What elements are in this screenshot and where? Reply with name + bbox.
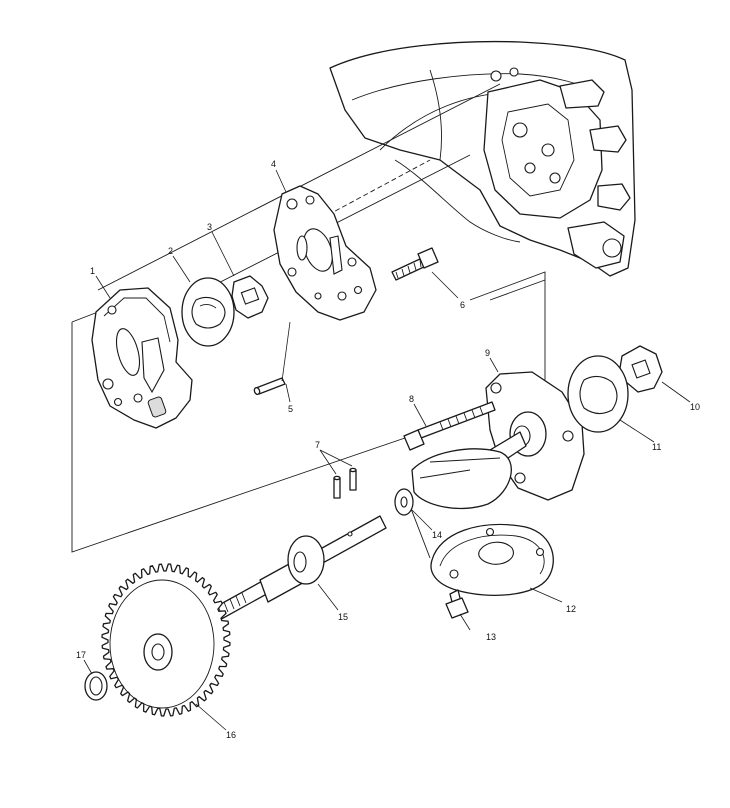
thrust-washer: [394, 488, 414, 516]
callout-6: 6: [460, 300, 465, 310]
callout-17: 17: [76, 650, 86, 660]
pump-cover-plate: [273, 185, 377, 321]
callout-16: 16: [226, 730, 236, 740]
callout-12: 12: [566, 604, 576, 614]
leader-lines: [83, 169, 691, 731]
callout-2: 2: [168, 246, 173, 256]
callout-1: 1: [90, 266, 95, 276]
callout-labels: 1 2 3 4 5 6 7 8 9 10 11 12 13 14 15 16 1…: [76, 159, 700, 740]
callout-10: 10: [690, 402, 700, 412]
snap-ring: [84, 671, 108, 701]
gasket-cover: [430, 523, 554, 597]
callout-9: 9: [485, 348, 490, 358]
callout-15: 15: [338, 612, 348, 622]
callout-7: 7: [315, 440, 320, 450]
callout-14: 14: [432, 530, 442, 540]
pump-shaft: [209, 515, 387, 623]
dowel-pin-part-5: [253, 321, 291, 396]
callout-4: 4: [271, 159, 276, 169]
callout-8: 8: [409, 394, 414, 404]
callout-5: 5: [288, 404, 293, 414]
pump-base-plate: [411, 448, 512, 510]
pump-body-plate: [91, 287, 193, 429]
outer-rotor: [181, 277, 235, 347]
pins-part-7: [333, 467, 357, 499]
inner-rotor-part-10: [619, 345, 663, 393]
callout-3: 3: [207, 222, 212, 232]
screw-part-13: [445, 589, 469, 619]
crankcase-housing: [329, 40, 636, 277]
callout-13: 13: [486, 632, 496, 642]
outer-rotor-part-11: [567, 355, 629, 433]
drive-gear: [101, 563, 231, 717]
callout-11: 11: [652, 442, 661, 452]
bolt-part-8: [403, 401, 496, 451]
inner-rotor: [231, 275, 269, 319]
bolt-part-6: [391, 247, 439, 281]
